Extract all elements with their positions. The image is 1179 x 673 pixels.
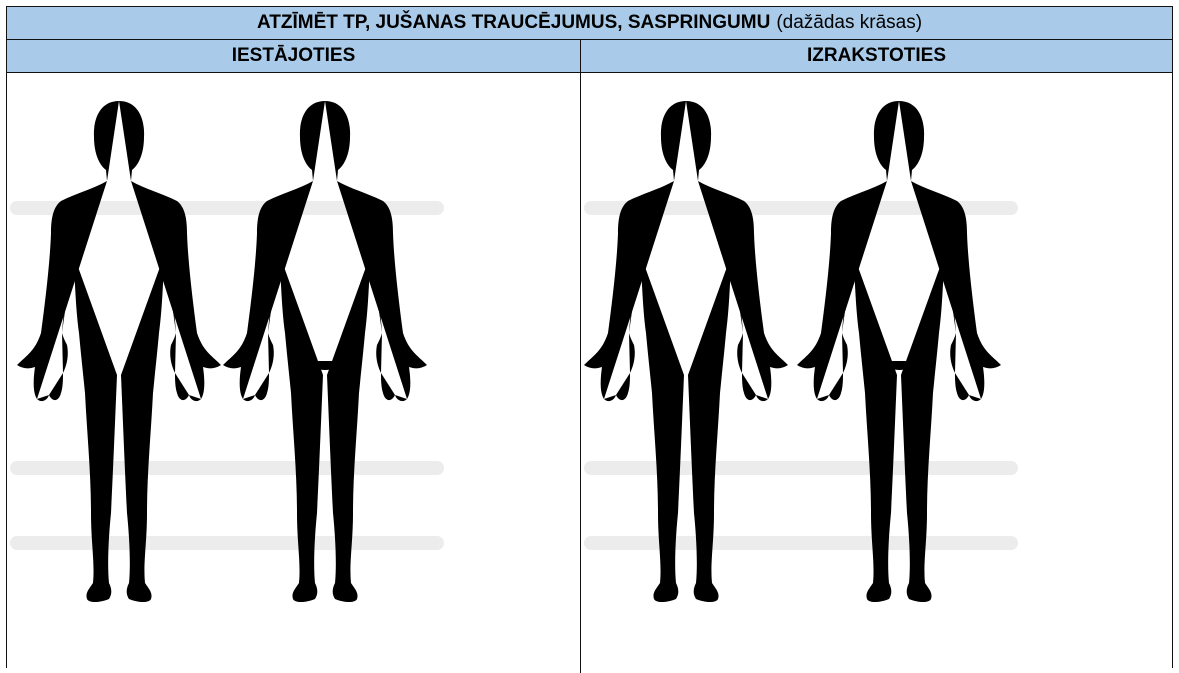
form-title: ATZĪMĒT TP, JUŠANAS TRAUCĒJUMUS, SASPRIN… [257,12,770,34]
body-chart-front-back-icon [7,73,580,673]
discharge-diagram-cell[interactable] [581,73,1172,673]
body-front-figure [584,101,788,602]
body-chart-form: ATZĪMĒT TP, JUŠANAS TRAUCĒJUMUS, SASPRIN… [6,6,1173,668]
form-title-note: (dažādas krāsas) [776,12,922,34]
body-front-figure [17,101,221,602]
diagram-row [7,73,1172,673]
admission-diagram-cell[interactable] [7,73,581,673]
body-back-figure [223,101,427,602]
column-header-row: IESTĀJOTIES IZRAKSTOTIES [7,40,1172,73]
column-header-discharge: IZRAKSTOTIES [581,40,1172,72]
body-back-figure [797,101,1001,602]
body-chart-front-back-icon [581,73,1172,673]
form-title-row: ATZĪMĒT TP, JUŠANAS TRAUCĒJUMUS, SASPRIN… [7,7,1172,40]
column-header-admission: IESTĀJOTIES [7,40,581,72]
